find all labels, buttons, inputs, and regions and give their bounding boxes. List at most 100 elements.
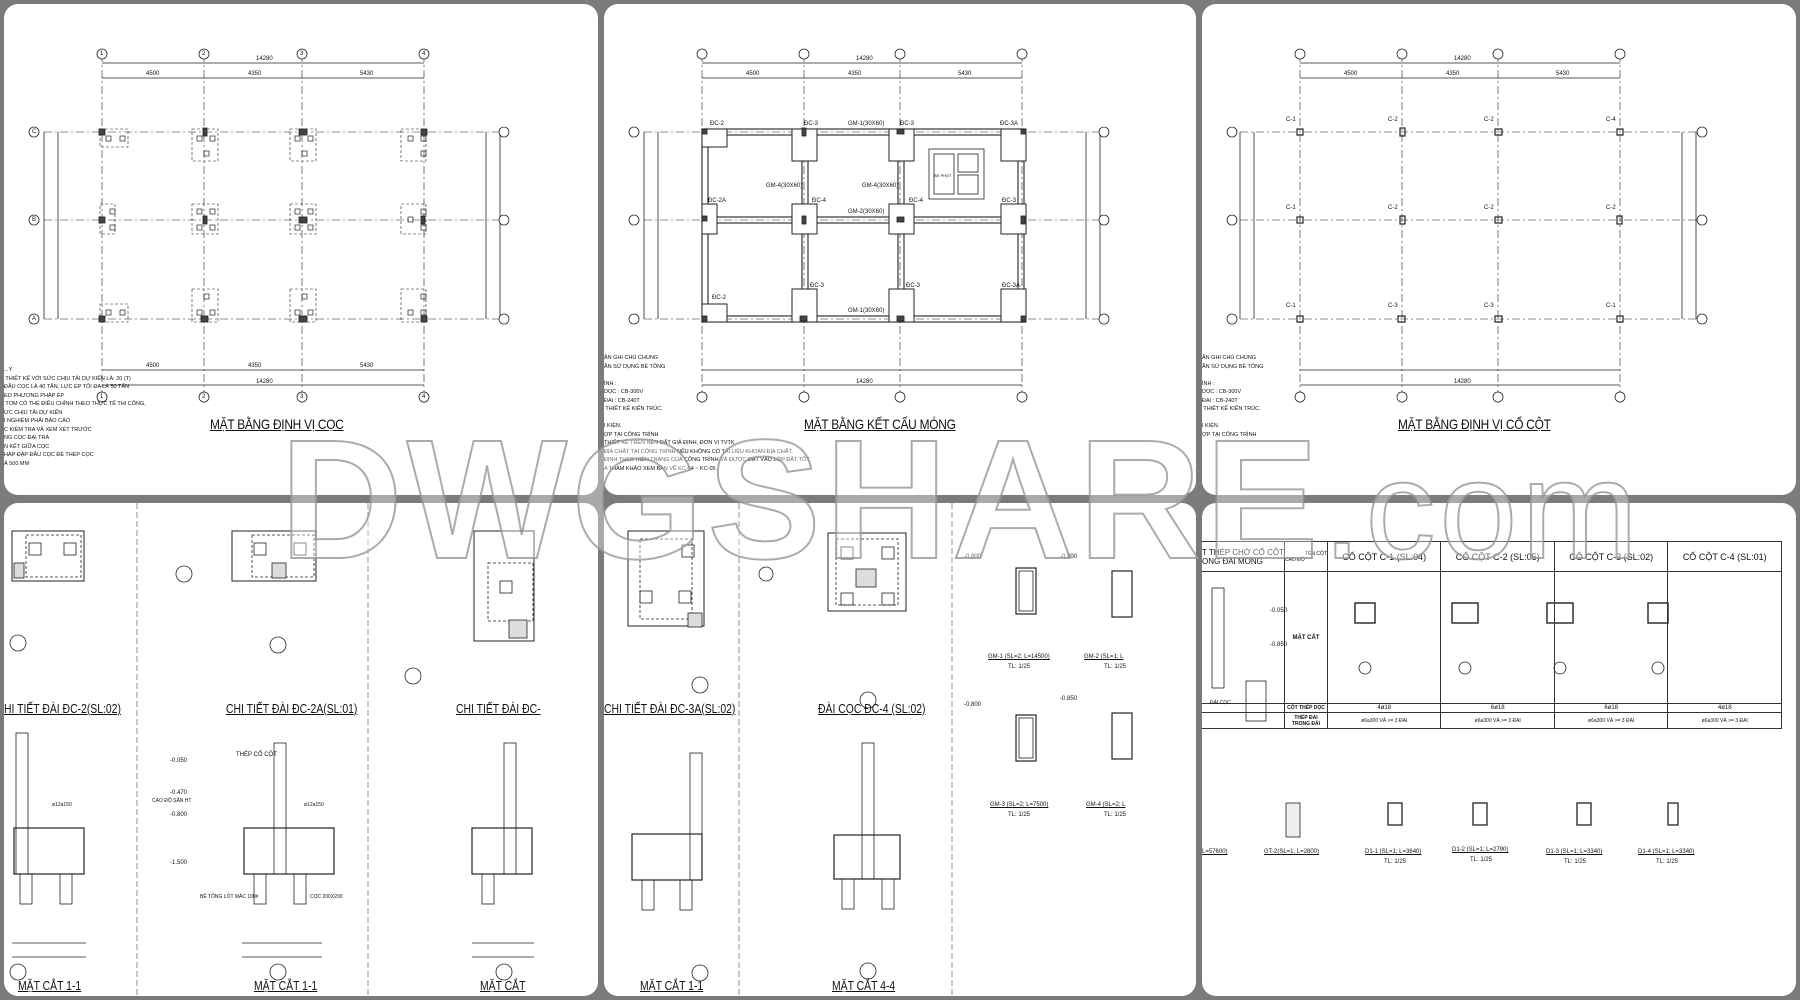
col-label-c2-c-1: C-2: [1388, 117, 1398, 123]
detail-title-dc3a: CHI TIẾT ĐÀI ĐC-3A(SL:02): [604, 701, 736, 716]
column-stub-layout-drawing: [1226, 48, 1708, 404]
axis-label-1-bottom: 1: [100, 394, 104, 400]
cap-label-dc2-bottom: ĐC-2: [712, 295, 727, 301]
dim-span-1: 4500: [146, 71, 160, 77]
long-steel-c2: 6ø18: [1440, 703, 1555, 713]
gm4-title: GM-4 (SL=2; L: [1086, 802, 1126, 808]
cap-label-dc3-4: ĐC-3: [906, 283, 921, 289]
row-label-section: MẶT CẮT: [1283, 571, 1328, 704]
side-level-1: -0.050: [1270, 608, 1288, 614]
stirrup-c1: ø6a300 VÀ >= 3 ĐAI: [1326, 712, 1442, 729]
beam-label-gm4-1: GM-4(30X60): [766, 183, 803, 189]
panel-pile-layout: 1 2 3 4 1 2 3 4 C B A 14280 4500 4350 54…: [4, 4, 598, 495]
axis-label-b: B: [32, 217, 37, 223]
axis-label-3-bottom: 3: [300, 394, 304, 400]
corner-top: TÊN CỘT: [1305, 550, 1327, 557]
col-label-c4-c: C-4: [1606, 117, 1616, 123]
beam-label-gm4-2: GM-4(30X60): [862, 183, 899, 189]
pile-layout-notes: ...Ý THIẾT KẾ VỚI SỨC CHỊU TẢI DỰ KIẾN L…: [4, 367, 146, 467]
dim-total-top: 14280: [1454, 56, 1471, 62]
column-steel-label: THÉP CỔ CỘT: [236, 752, 277, 758]
axis-label-4-top: 4: [422, 51, 426, 57]
header-c4: CỔ CỘT C-4 (SL:01): [1667, 541, 1782, 572]
section-title-1: MẶT CẮT 1-1: [18, 978, 82, 993]
long-steel-c3: 6ø18: [1553, 703, 1669, 713]
beam-label-gm1-bottom: GM-1(30X60): [848, 308, 885, 314]
dim-total-bottom: 14280: [856, 379, 873, 385]
gm3-level: -0.800: [964, 702, 982, 708]
cap-label-dc3-1: ĐC-3: [804, 121, 819, 127]
col-label-c3-a-1: C-3: [1388, 303, 1398, 309]
tie-beam-d11-scale: TL: 1/25: [1384, 859, 1407, 865]
tie-beam-d14-scale: TL: 1/25: [1656, 859, 1679, 865]
header-c2: CỔ CỘT C-2 (SL:05): [1440, 541, 1555, 572]
cap-label-dc2-top: ĐC-2: [710, 121, 725, 127]
cap-label-dc3a-bottom: ĐC-3A: [1002, 283, 1021, 289]
pile-layout-title: MẶT BẰNG ĐỊNH VỊ CỌC: [210, 416, 344, 432]
cap-label-dc4-2: ĐC-4: [909, 198, 924, 204]
col-label-c1-a-2: C-1: [1606, 303, 1616, 309]
col-label-c1-b: C-1: [1286, 205, 1296, 211]
level-3: -0.800: [170, 812, 188, 818]
panel-foundation-structure: ĐC-2 ĐC-3 ĐC-3 ĐC-3A ĐC-2A ĐC-4 ĐC-4 ĐC-…: [604, 4, 1196, 495]
dim-span-3: 5430: [360, 71, 374, 77]
axis-label-4-bottom: 4: [422, 394, 426, 400]
dim-span-1: 4500: [1344, 71, 1358, 77]
panel-column-stub-table: T THÉP CHỜ CỔ CỘT ONG ĐÀI MÓNG TÊN CỘT C…: [1202, 503, 1796, 996]
cap-label-dc3-3: ĐC-3: [810, 283, 825, 289]
corner-bottom: CAO ĐỘ: [1284, 556, 1305, 563]
gm2-scale: TL: 1/25: [1104, 664, 1127, 670]
section-title-2: MẶT CẮT 1-1: [254, 978, 318, 993]
dim-total-top: 14280: [256, 56, 273, 62]
section-c1: [1326, 571, 1442, 704]
section-c4: [1667, 571, 1782, 704]
septic-tank-label: BỂ PHỐT: [934, 173, 952, 178]
col-label-c2-b-2: C-2: [1484, 205, 1494, 211]
detail-title-dc2a: CHI TIẾT ĐÀI ĐC-2A(SL:01): [226, 701, 358, 716]
stirrup-c2: ø6a300 VÀ >= 3 ĐAI: [1440, 712, 1555, 729]
column-stub-layout-title: MẶT BẰNG ĐỊNH VỊ CỔ CỘT: [1398, 416, 1551, 432]
foundation-notes: ẦN GHI CHÚ CHUNG ẦN SỬ DỤNG BÊ TÔNG ÌNH …: [604, 355, 810, 472]
axis-label-3-top: 3: [300, 51, 304, 57]
gm4-level: -0.850: [1060, 696, 1078, 702]
gm4-scale: TL: 1/25: [1104, 812, 1127, 818]
col-label-c2-b-3: C-2: [1606, 205, 1616, 211]
dim-span-3-bottom: 5430: [360, 363, 374, 369]
pile-label: CỌC 200X200: [310, 894, 343, 900]
axis-label-c: C: [32, 129, 37, 135]
cap-label-dc3-2: ĐC-3: [900, 121, 915, 127]
stirrup-c4: ø6a300 VÀ >= 3 ĐAI: [1667, 712, 1782, 729]
side-level-2: -0.850: [1270, 642, 1288, 648]
gm1-title: GM-1 (SL=2; L=14500): [988, 654, 1050, 660]
long-steel-c1: 4ø18: [1326, 703, 1442, 713]
level-2: -0.470: [170, 790, 188, 796]
dim-total-top: 14280: [856, 56, 873, 62]
tie-beam-gt2: GT-2(SL=1; L=2800): [1264, 849, 1320, 855]
gm1-scale: TL: 1/25: [1008, 664, 1031, 670]
col-label-c1-a-1: C-1: [1286, 303, 1296, 309]
header-c3: CỔ CỘT C-3 (SL:02): [1553, 541, 1669, 572]
gm2-title: GM-2 (SL=1; L: [1084, 654, 1124, 660]
tie-beam-d11: D1-1 (SL=1; L=3640): [1365, 849, 1422, 855]
level-note: CAO ĐỘ SÂN HT: [152, 798, 192, 804]
section-c3: [1553, 571, 1669, 704]
tie-beam-d12: D1-2 (SL=1; L=2790): [1452, 847, 1509, 853]
dim-span-3: 5430: [958, 71, 972, 77]
dim-span-2: 4350: [248, 71, 262, 77]
col-label-c3-a-2: C-3: [1484, 303, 1494, 309]
header-c1: CỔ CỘT C-1 (SL:04): [1326, 541, 1442, 572]
cap-label-dc2a: ĐC-2A: [708, 198, 727, 204]
beam-label-gm2: GM-2(30X60): [848, 209, 885, 215]
side-section-cell: [1202, 571, 1285, 704]
long-steel-c4: 4ø18: [1667, 703, 1782, 713]
section-title-4-4: MẶT CẮT 4-4: [832, 978, 896, 993]
axis-label-a: A: [32, 316, 37, 322]
tie-beam-d14: D1-4 (SL=1; L=3340): [1638, 849, 1695, 855]
gm1-level: -0.800: [964, 554, 982, 560]
tie-beam-d13-scale: TL: 1/25: [1564, 859, 1587, 865]
column-stub-notes: ẦN GHI CHÚ CHUNG ẦN SỬ DỤNG BÊ TÔNG ÌNH …: [1202, 355, 1264, 438]
dim-span-2: 4350: [848, 71, 862, 77]
cap-label-dc3a-top: ĐC-3A: [1000, 121, 1019, 127]
row-label-long-steel: CỐT THÉP DỌC: [1283, 703, 1328, 713]
level-1: -0.050: [170, 758, 188, 764]
